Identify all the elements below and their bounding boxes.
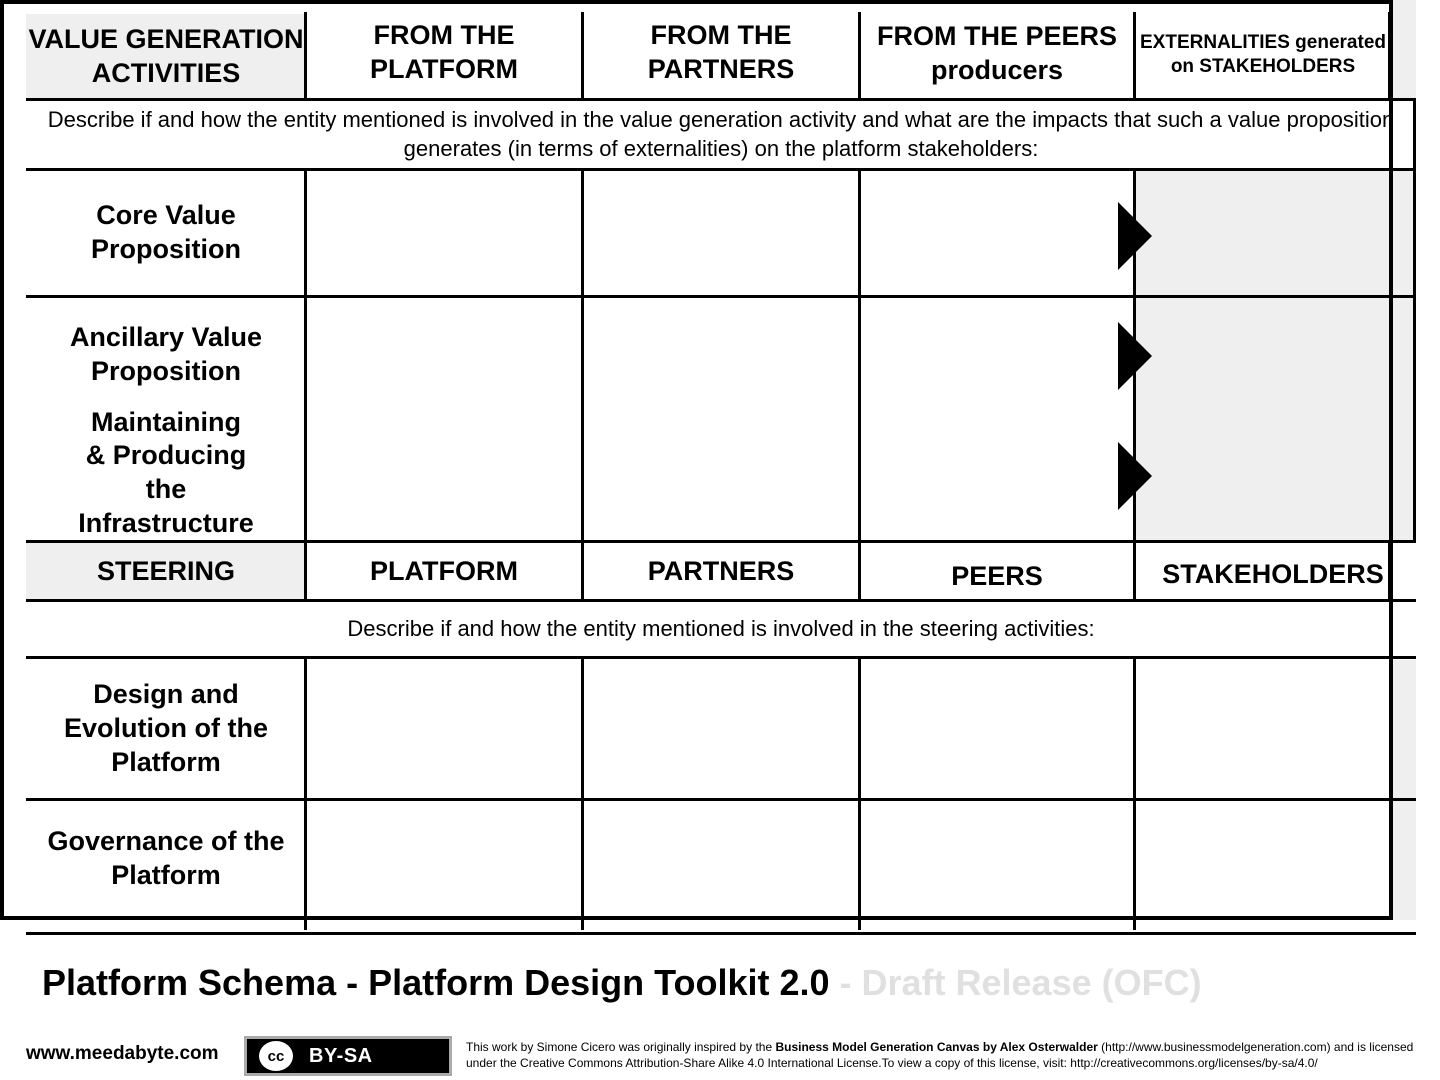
externality-arrow-icon: [1118, 442, 1152, 510]
externality-arrow-icon: [1118, 322, 1152, 390]
vline: [858, 170, 861, 542]
vline: [581, 12, 584, 100]
producers-label: producers: [930, 55, 1064, 85]
hline: [26, 168, 1416, 171]
vline: [1388, 12, 1391, 100]
from-the-partners-label: FROM THE PARTNERS: [647, 20, 795, 84]
vline: [304, 542, 307, 601]
vline: [1133, 12, 1136, 100]
steering-header: STEERING: [26, 543, 306, 601]
value-generation-description-text: Describe if and how the entity mentioned…: [47, 107, 1395, 161]
vline: [858, 12, 861, 100]
vline: [581, 542, 584, 601]
cc-by-sa-badge: cc BY-SA: [244, 1036, 452, 1076]
footer-title-main: Platform Schema - Platform Design Toolki…: [42, 962, 830, 1003]
value-generation-activities-label: VALUE GENERATION ACTIVITIES: [28, 24, 304, 88]
footer-title-subtitle: - Draft Release (OFC): [829, 962, 1202, 1003]
footer-rule: [26, 932, 1416, 935]
outer-frame: [0, 0, 1393, 920]
steering-description: Describe if and how the entity mentioned…: [26, 602, 1416, 657]
vline-right: [1413, 98, 1416, 543]
governance-label: Governance of the Platform: [47, 826, 285, 890]
license-text: This work by Simone Cicero was originall…: [466, 1040, 1416, 1071]
value-generation-description: Describe if and how the entity mentioned…: [26, 101, 1416, 168]
license-text-bold: Business Model Generation Canvas by Alex…: [775, 1040, 1098, 1054]
steering-partners-header: PARTNERS: [583, 543, 859, 601]
vline: [1133, 542, 1136, 601]
website-text: www.meedabyte.com: [26, 1043, 219, 1064]
steering-stakeholders-label: STAKEHOLDERS: [1162, 559, 1384, 590]
ancillary-value-proposition-row-label: Ancillary Value Proposition: [26, 310, 306, 400]
core-value-proposition-label: Core Value Proposition: [91, 200, 241, 264]
externalities-header: EXTERNALITIES generated on STAKEHOLDERS: [1136, 12, 1390, 98]
vline: [304, 12, 307, 100]
hline: [26, 540, 1416, 543]
hline: [26, 98, 1416, 101]
creative-commons-icon: cc: [257, 1039, 295, 1073]
hline: [26, 656, 1416, 659]
design-evolution-label: Design and Evolution of the Platform: [64, 679, 268, 777]
core-value-proposition-row-label: Core Value Proposition: [26, 170, 306, 296]
externalities-column-shade: [1135, 170, 1415, 542]
vline: [1388, 542, 1391, 601]
externalities-label: EXTERNALITIES generated on STAKEHOLDERS: [1140, 32, 1386, 77]
from-the-platform-label: FROM THE PLATFORM: [370, 20, 518, 84]
steering-stakeholders-header: STAKEHOLDERS: [1136, 546, 1410, 604]
license-text-part2: (http://www.businessmodelgeneration.com)…: [466, 1040, 1414, 1070]
license-text-part1: This work by Simone Cicero was originall…: [466, 1040, 776, 1054]
from-the-platform-header: FROM THE PLATFORM: [306, 8, 582, 98]
steering-partners-label: PARTNERS: [647, 556, 795, 587]
hline: [26, 295, 1416, 298]
right-margin-shade-lower: [1393, 660, 1416, 920]
value-generation-activities-header: VALUE GENERATION ACTIVITIES: [26, 14, 306, 100]
from-the-peers-header: FROM THE PEERS producers: [860, 8, 1134, 100]
steering-platform-label: PLATFORM: [370, 556, 518, 587]
maintaining-infrastructure-row-label: Maintaining & Producing the Infrastructu…: [26, 407, 306, 538]
footer-title: Platform Schema - Platform Design Toolki…: [42, 962, 1202, 1004]
vline: [858, 658, 861, 930]
steering-platform-header: PLATFORM: [306, 543, 582, 601]
from-the-peers-label: FROM THE PEERS: [876, 21, 1118, 52]
vline: [304, 170, 307, 542]
ancillary-value-proposition-label: Ancillary Value Proposition: [69, 322, 263, 386]
steering-header-shade: [26, 543, 306, 601]
steering-label: STEERING: [96, 556, 236, 587]
steering-peers-label: PEERS: [951, 561, 1043, 592]
right-margin-shade: [1393, 0, 1416, 98]
steering-peers-header: PEERS: [860, 548, 1134, 606]
maintaining-infrastructure-label: Maintaining & Producing the Infrastructu…: [78, 406, 254, 538]
steering-description-text: Describe if and how the entity mentioned…: [347, 616, 1095, 642]
website-link[interactable]: www.meedabyte.com: [26, 1043, 219, 1065]
hline: [26, 599, 1416, 602]
vline: [581, 170, 584, 542]
governance-row-label: Governance of the Platform: [26, 801, 306, 917]
vline: [1133, 658, 1136, 930]
vline: [581, 658, 584, 930]
from-the-partners-header: FROM THE PARTNERS: [583, 8, 859, 98]
value-activities-header-shade: [26, 14, 306, 100]
hline: [26, 798, 1416, 801]
externality-arrow-icon: [1118, 202, 1152, 270]
design-evolution-row-label: Design and Evolution of the Platform: [26, 659, 306, 799]
vline: [858, 542, 861, 601]
cc-badge-label: BY-SA: [309, 1044, 373, 1067]
vline: [304, 658, 307, 930]
